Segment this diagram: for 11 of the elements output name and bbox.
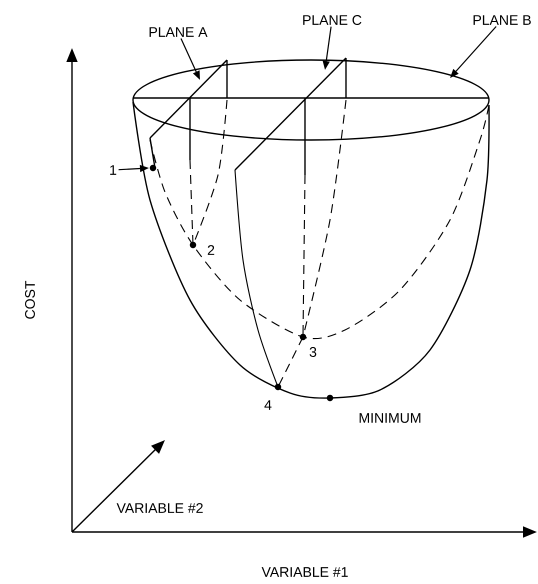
plane-label: PLANE C bbox=[303, 15, 362, 25]
point-label: 3 bbox=[310, 347, 316, 357]
point-label: 1 bbox=[110, 165, 116, 175]
axis-label: COST bbox=[25, 280, 35, 319]
point-label: 4 bbox=[264, 400, 272, 410]
axis-label: VARIABLE #1 bbox=[262, 567, 348, 577]
plane-label: PLANE A bbox=[150, 27, 208, 37]
plane-label: PLANE B bbox=[474, 15, 531, 25]
point-label: 2 bbox=[208, 245, 214, 255]
axis-label: VARIABLE #2 bbox=[116, 503, 203, 513]
point-label: MINIMUM bbox=[360, 413, 420, 423]
